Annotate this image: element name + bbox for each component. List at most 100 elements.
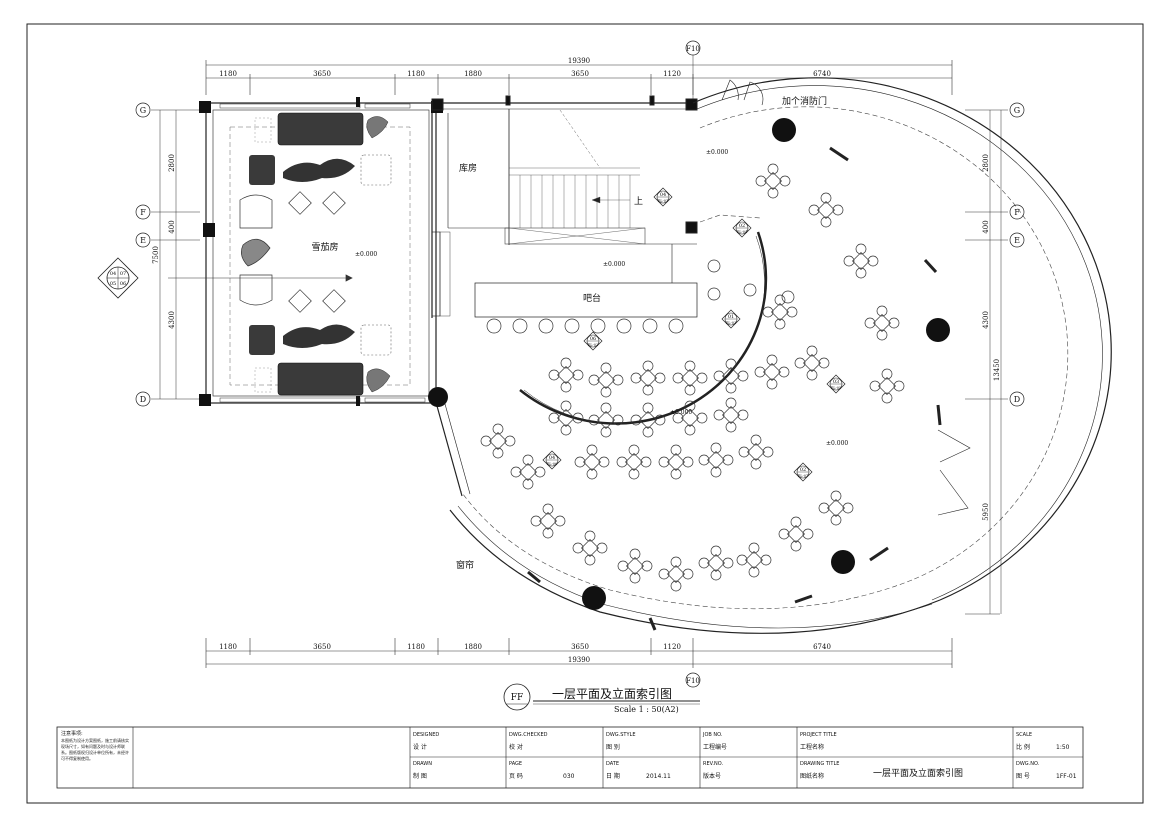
top-dim-1: 1180 [219,70,237,78]
table-chair [670,580,682,592]
chair [707,287,721,301]
tb-drawing-value: 一层平面及立面索引图 [873,767,963,779]
table-top [597,411,615,429]
table-top [539,512,557,530]
curtain-label: 窗帘 [456,559,474,571]
index-marker-sheet: EL-02 [588,343,599,347]
table-set [736,542,772,578]
bottom-total-dimension: 19390 [568,656,590,664]
table-chair [722,454,734,466]
index-marker-number: 02 [739,223,745,229]
table-chair [628,468,640,480]
grid-label-left-d: D [140,395,146,404]
table-chair [808,204,820,216]
table-chair [779,175,791,187]
compound-num-3: 05 [110,281,116,287]
grid-label-left-g: G [140,106,146,115]
compound-num-1: 04 [110,271,116,277]
table-chair [542,527,554,539]
table-chair [560,400,572,412]
table-set [869,368,905,404]
table-set [808,192,844,228]
table-top [722,367,740,385]
sheet-border [26,23,1144,804]
table-chair [738,446,750,458]
tb-notes-title: 注意事项: [61,730,83,737]
table-top [827,499,845,517]
chair [564,318,580,334]
table-chair [750,434,762,446]
table-chair [670,444,682,456]
table-chair [612,374,624,386]
drawing-title-text: 一层平面及立面索引图 [552,686,672,701]
table-chair [670,556,682,568]
grid-label-left-e: E [140,236,146,245]
drawing-scale-text: Scale 1 : 50(A2) [614,705,679,714]
table-top [625,453,643,471]
grid-label-right-g: G [1014,106,1020,115]
index-marker-number: 01 [728,314,734,320]
tb-rev-label: REV.NO. [703,761,723,767]
table-chair [510,466,522,478]
table-chair [504,435,516,447]
drawing-title-symbol: FF [511,693,524,703]
table-chair [881,392,893,404]
table-chair [820,192,832,204]
table-chair [670,468,682,480]
tb-drawn-label: DRAWN [413,761,432,767]
bottom-dim-2: 3650 [313,643,331,651]
table-chair [698,454,710,466]
table-chair [572,412,584,424]
table-chair [737,409,749,421]
top-dim-2: 3650 [313,70,331,78]
tb-drawing-label: DRAWING TITLE [800,761,839,767]
table-chair [725,358,737,370]
tb-project-cn: 工程名称 [800,743,824,751]
table-chair [713,370,725,382]
table-chair [629,548,641,560]
table-chair [548,369,560,381]
storage-label: 库房 [459,162,477,174]
tb-notes-body: 本图纸为设计方案图纸，施工前请核实现场尺寸，如有问题及时与设计师联系。图纸版权归… [61,738,129,761]
inner-arc-wall-inner [523,235,765,424]
title-block [56,726,1084,789]
table-chair [881,368,893,380]
grid-label-right-d: D [1014,395,1020,404]
table-top [681,369,699,387]
chair [707,259,721,273]
table-top [583,453,601,471]
table-top [639,369,657,387]
fire-door-label: 加个消防门 [782,95,827,107]
index-marker-sheet: EL-07 [798,474,809,478]
table-chair [725,397,737,409]
table-chair [778,528,790,540]
table-chair [820,216,832,228]
table-set [658,556,694,592]
table-chair [640,456,652,468]
table-chair [672,412,684,424]
table-chair [548,412,560,424]
sofa-group-bottom [249,324,392,396]
table-chair [710,466,722,478]
table-chair [600,386,612,398]
tb-date-cn: 日 期 [606,772,620,780]
table-set [510,454,546,490]
table-set [843,243,879,279]
index-marker-number: 04 [660,192,666,198]
table-set [588,362,624,398]
grid-label-left-f: F [140,208,146,217]
table-top [787,525,805,543]
index-marker-sheet: EL-04 [737,230,748,234]
table-chair [710,545,722,557]
table-chair [806,369,818,381]
right-dim-2: 400 [982,220,990,233]
table-chair [641,560,653,572]
chair [590,318,606,334]
curved-hall-walls [436,77,1112,634]
table-chair [802,528,814,540]
table-chair [492,423,504,435]
